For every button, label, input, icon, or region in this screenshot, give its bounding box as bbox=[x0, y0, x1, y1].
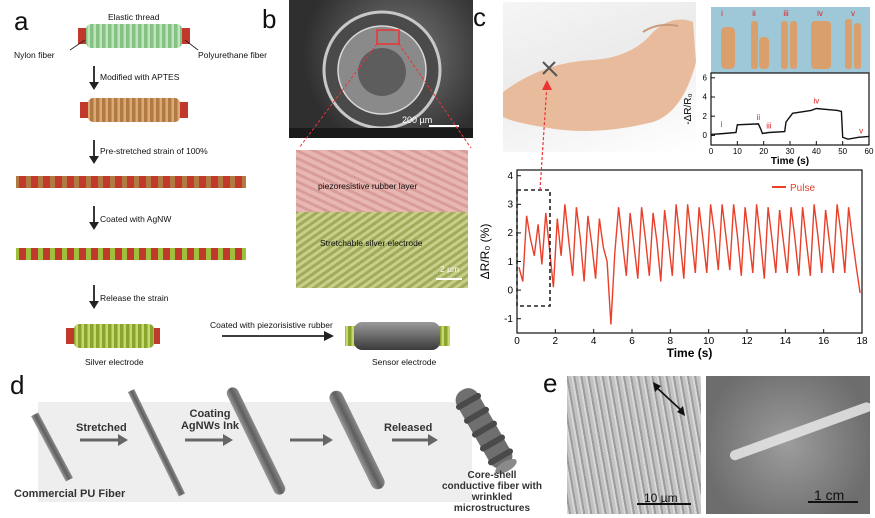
silver-electrode-coil bbox=[74, 324, 154, 348]
y-axis-label: -ΔR/R₀ bbox=[683, 93, 694, 124]
y-tick-label: 4 bbox=[507, 171, 513, 182]
label-silver-electrode: Silver electrode bbox=[85, 357, 144, 367]
x-tick-label: 6 bbox=[629, 336, 635, 347]
panel-label-d: d bbox=[10, 370, 25, 400]
x-tick-label: 4 bbox=[591, 336, 597, 347]
x-tick-label: 20 bbox=[759, 147, 768, 156]
gesture-photo-label: ii bbox=[752, 9, 756, 18]
x-tick-label: 0 bbox=[709, 147, 714, 156]
label-step-rubber: Coated with piezorisistive rubber bbox=[210, 320, 333, 330]
coated-fiber bbox=[226, 387, 286, 495]
x-tick-label: 2 bbox=[553, 336, 559, 347]
label-released: Released bbox=[384, 422, 433, 434]
plot-frame bbox=[516, 169, 863, 334]
y-tick-label: 2 bbox=[507, 228, 513, 239]
gesture-annotation: iv bbox=[813, 97, 819, 106]
elastic-thread-coil bbox=[86, 24, 182, 48]
label-rubber-layer: piezoresistive rubber layer bbox=[318, 181, 418, 191]
legend-label: Pulse bbox=[790, 183, 815, 194]
scale-bar-2um: 2 µm bbox=[440, 264, 460, 274]
aptes-coil bbox=[88, 98, 180, 122]
y-tick-label: 6 bbox=[703, 73, 708, 82]
plot-frame bbox=[710, 72, 870, 146]
gesture-photo-label: v bbox=[851, 9, 855, 18]
gesture-photo-label: iii bbox=[783, 9, 789, 18]
y-tick-label: 4 bbox=[703, 93, 708, 102]
scale-bar-200um: 200 µm bbox=[402, 115, 433, 125]
x-tick-label: 40 bbox=[812, 147, 821, 156]
x-tick-label: 0 bbox=[514, 336, 520, 347]
y-tick-label: 2 bbox=[703, 112, 708, 121]
gesture-photo-label: i bbox=[721, 9, 723, 18]
sensor-electrode bbox=[354, 322, 440, 350]
sem-wrinkles bbox=[567, 376, 701, 514]
label-core-shell: Core-shell conductive fiber with wrinkle… bbox=[441, 470, 542, 514]
data-series-line bbox=[518, 204, 861, 325]
callout-box bbox=[516, 189, 551, 307]
scale-bar-10um: 10 µm bbox=[644, 491, 678, 505]
gesture-photo-label: iv bbox=[817, 9, 823, 18]
panel-label-a: a bbox=[14, 6, 29, 36]
x-tick-label: 14 bbox=[780, 336, 792, 347]
sem-layers-photo bbox=[296, 150, 468, 288]
x-tick-label: 30 bbox=[786, 147, 795, 156]
label-coating: Coating AgNWs Ink bbox=[180, 408, 240, 432]
pu-fiber bbox=[31, 412, 73, 482]
fiber-photo bbox=[706, 376, 870, 514]
label-stretched: Stretched bbox=[76, 422, 127, 434]
label-sensor-electrode: Sensor electrode bbox=[372, 357, 437, 367]
x-tick-label: 12 bbox=[741, 336, 753, 347]
agnw-coated-coil bbox=[16, 248, 246, 260]
y-tick-label: -1 bbox=[504, 314, 513, 325]
label-step-prestretch: Pre-stretched strain of 100% bbox=[100, 146, 208, 156]
panel-label-b: b bbox=[262, 4, 277, 34]
label-step-release: Release the strain bbox=[100, 293, 169, 303]
label-polyurethane-fiber: Polyurethane fiber bbox=[198, 50, 267, 60]
scale-bar-1cm: 1 cm bbox=[814, 487, 845, 503]
y-tick-label: 0 bbox=[703, 131, 708, 140]
y-tick-label: 0 bbox=[507, 285, 513, 296]
panel-a-schematic bbox=[16, 24, 450, 350]
x-tick-label: 8 bbox=[668, 336, 674, 347]
label-step-agnw: Coated with AgNW bbox=[100, 214, 172, 224]
gesture-annotation: iii bbox=[766, 122, 772, 131]
x-tick-label: 16 bbox=[818, 336, 830, 347]
gesture-annotation: ii bbox=[757, 113, 761, 122]
sem-cross-section bbox=[289, 0, 473, 138]
label-nylon-fiber: Nylon fiber bbox=[14, 50, 55, 60]
stretched-fiber bbox=[127, 389, 186, 497]
panel-d-schematic bbox=[31, 387, 517, 497]
gesture-annotation: v bbox=[859, 126, 863, 135]
prestretched-coil bbox=[16, 176, 246, 188]
y-tick-label: 1 bbox=[507, 257, 513, 268]
label-silver-layer: Stretchable silver electrode bbox=[320, 238, 423, 248]
wrist-photo bbox=[503, 2, 696, 152]
panel-label-e: e bbox=[543, 368, 558, 398]
label-elastic-thread: Elastic thread bbox=[108, 12, 160, 22]
label-step-aptes: Modified with APTES bbox=[100, 72, 180, 82]
gesture-photos bbox=[711, 7, 870, 73]
label-commercial-pu: Commercial PU Fiber bbox=[14, 488, 126, 500]
wrinkled-fiber bbox=[455, 388, 517, 474]
x-tick-label: 60 bbox=[865, 147, 874, 156]
x-axis-label: Time (s) bbox=[667, 346, 713, 360]
y-tick-label: 3 bbox=[507, 200, 513, 211]
y-axis-label: ΔR/R₀ (%) bbox=[478, 224, 492, 280]
data-series-line bbox=[710, 107, 870, 140]
released-fiber bbox=[329, 390, 385, 490]
x-tick-label: 18 bbox=[856, 336, 868, 347]
x-axis-label: Time (s) bbox=[771, 156, 809, 167]
x-tick-label: 10 bbox=[703, 336, 715, 347]
panel-label-c: c bbox=[473, 2, 486, 32]
gesture-annotation: i bbox=[721, 120, 723, 129]
x-tick-label: 50 bbox=[838, 147, 847, 156]
x-tick-label: 10 bbox=[733, 147, 742, 156]
